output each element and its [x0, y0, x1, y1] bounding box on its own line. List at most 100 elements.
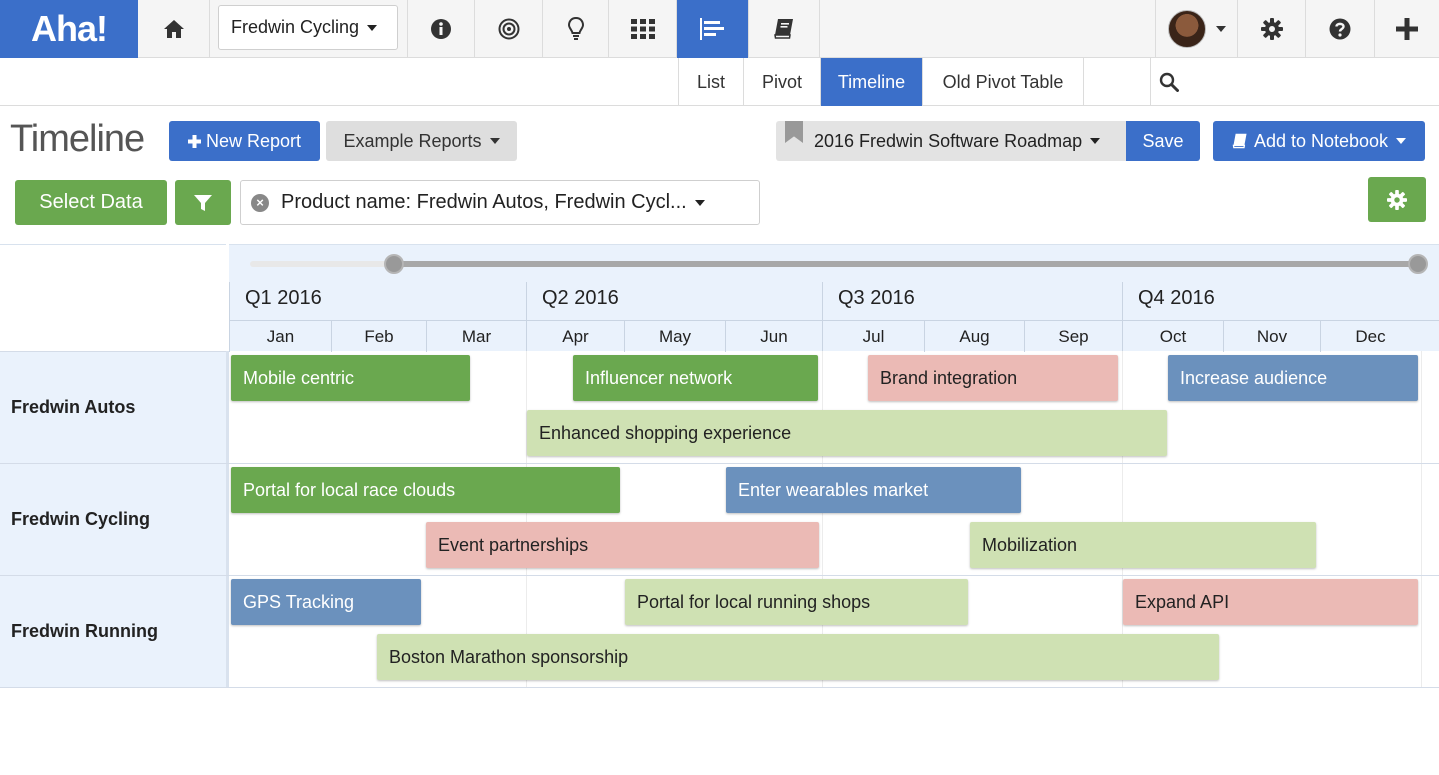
product-select-label: Fredwin Cycling — [231, 17, 360, 37]
roadmaps-button[interactable] — [677, 0, 749, 58]
page-title: Timeline — [10, 118, 145, 160]
add-button[interactable] — [1375, 0, 1439, 58]
chevron-down-icon — [694, 199, 705, 206]
initiative-bar[interactable]: Mobile centric — [231, 355, 470, 401]
gear-icon — [1260, 18, 1283, 40]
aha-logo[interactable]: Aha! — [0, 0, 138, 58]
help-icon — [1329, 18, 1351, 40]
month-label: May — [624, 321, 725, 352]
notebooks-button[interactable] — [749, 0, 820, 58]
select-data-button[interactable]: Select Data — [15, 180, 167, 225]
slider-end-handle[interactable] — [1408, 254, 1428, 274]
lightbulb-icon — [567, 17, 584, 40]
initiative-bar[interactable]: Portal for local race clouds — [231, 467, 620, 513]
example-reports-label: Example Reports — [343, 130, 482, 151]
view-tabs-bar: List Pivot Timeline Old Pivot Table — [0, 58, 1439, 106]
month-label: Mar — [426, 321, 526, 352]
ideas-button[interactable] — [543, 0, 609, 58]
initiative-bar[interactable]: Event partnerships — [426, 522, 819, 568]
month-label: Jul — [822, 321, 924, 352]
product-filter-label: Product name: Fredwin Autos, Fredwin Cyc… — [281, 191, 687, 213]
month-label: Sep — [1024, 321, 1122, 352]
gear-icon — [1387, 189, 1407, 210]
search-input[interactable] — [1150, 58, 1439, 106]
row-label-fredwin-running: Fredwin Running — [0, 575, 226, 687]
row-label-divider — [226, 351, 229, 688]
filter-button[interactable] — [175, 180, 231, 225]
slider-start-handle[interactable] — [384, 254, 404, 274]
initiative-bar[interactable]: Enhanced shopping experience — [527, 410, 1167, 456]
chevron-down-icon — [489, 138, 500, 144]
chevron-down-icon — [1090, 138, 1101, 144]
notebook-icon — [774, 19, 793, 39]
chevron-down-icon — [367, 24, 378, 31]
tab-timeline[interactable]: Timeline — [820, 58, 922, 106]
user-menu[interactable] — [1155, 0, 1238, 58]
add-to-notebook-label: Add to Notebook — [1253, 130, 1389, 151]
initiative-bar[interactable]: Mobilization — [970, 522, 1316, 568]
apps-button[interactable] — [609, 0, 677, 58]
month-label: Apr — [526, 321, 624, 352]
initiative-bar[interactable]: Influencer network — [573, 355, 818, 401]
row-divider — [0, 463, 1439, 464]
row-label-fredwin-cycling: Fredwin Cycling — [0, 463, 226, 575]
initiative-bar[interactable]: Brand integration — [868, 355, 1118, 401]
home-icon — [163, 20, 184, 38]
month-label: Nov — [1223, 321, 1320, 352]
filter-icon — [194, 194, 212, 211]
goals-button[interactable] — [475, 0, 543, 58]
product-select[interactable]: Fredwin Cycling — [218, 5, 398, 50]
new-report-button[interactable]: New Report — [169, 121, 320, 161]
plus-icon — [187, 134, 201, 148]
month-label: Jan — [229, 321, 331, 352]
info-button[interactable] — [407, 0, 475, 58]
date-range-selection[interactable] — [394, 261, 1418, 267]
month-label: Jun — [725, 321, 822, 352]
month-label: Dec — [1320, 321, 1420, 352]
initiative-bar[interactable]: Increase audience — [1168, 355, 1418, 401]
search-icon — [1159, 72, 1179, 92]
row-divider — [0, 687, 1439, 688]
save-button[interactable]: Save — [1126, 121, 1200, 161]
quarter-label: Q3 2016 — [822, 282, 1122, 320]
tab-pivot[interactable]: Pivot — [743, 58, 820, 106]
grid-line — [1122, 351, 1123, 688]
info-icon — [431, 19, 451, 39]
tab-list[interactable]: List — [678, 58, 743, 106]
quarter-label: Q1 2016 — [229, 282, 526, 320]
plus-icon — [1396, 18, 1418, 40]
notebook-icon — [1232, 133, 1247, 149]
home-button[interactable] — [138, 0, 210, 58]
initiative-bar[interactable]: Boston Marathon sponsorship — [377, 634, 1219, 680]
help-button[interactable] — [1306, 0, 1375, 58]
bookmark-icon — [785, 121, 803, 143]
chevron-down-icon — [1396, 138, 1407, 144]
example-reports-dropdown[interactable]: Example Reports — [326, 121, 517, 161]
month-header: Jan Feb Mar Apr May Jun Jul Aug Sep Oct … — [229, 320, 1439, 352]
tab-old-pivot-table[interactable]: Old Pivot Table — [922, 58, 1084, 106]
report-select[interactable]: 2016 Fredwin Software Roadmap — [776, 121, 1126, 161]
month-label: Aug — [924, 321, 1024, 352]
month-label: Feb — [331, 321, 426, 352]
settings-button[interactable] — [1238, 0, 1306, 58]
add-to-notebook-button[interactable]: Add to Notebook — [1213, 121, 1425, 161]
product-filter[interactable]: × Product name: Fredwin Autos, Fredwin C… — [240, 180, 760, 225]
grid-line — [1421, 351, 1422, 688]
initiative-bar[interactable]: Expand API — [1123, 579, 1418, 625]
initiative-bar[interactable]: Portal for local running shops — [625, 579, 968, 625]
grid-line — [526, 351, 527, 688]
month-label: Oct — [1122, 321, 1223, 352]
timeline-settings-button[interactable] — [1368, 177, 1426, 222]
initiative-bar[interactable]: GPS Tracking — [231, 579, 421, 625]
grid-line — [822, 351, 823, 688]
row-divider — [0, 575, 1439, 576]
quarter-label: Q4 2016 — [1122, 282, 1422, 320]
initiative-bar[interactable]: Enter wearables market — [726, 467, 1021, 513]
roadmap-icon — [699, 18, 724, 40]
timeline-chart: Q1 2016 Q2 2016 Q3 2016 Q4 2016 Jan Feb … — [0, 244, 1439, 688]
grid-icon — [630, 19, 655, 39]
report-name: 2016 Fredwin Software Roadmap — [814, 130, 1083, 151]
row-label-fredwin-autos: Fredwin Autos — [0, 351, 226, 463]
header-corner — [0, 244, 226, 351]
clear-filter-icon[interactable]: × — [251, 193, 269, 212]
